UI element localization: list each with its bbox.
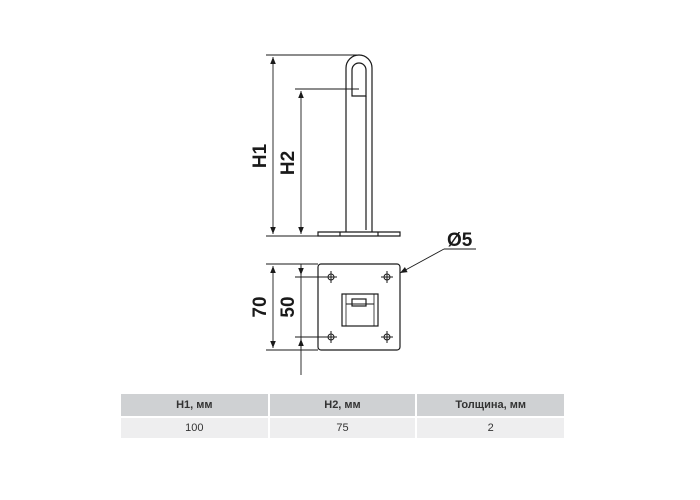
h1-dimension (266, 54, 359, 237)
table-header-row: H1, мм H2, мм Толщина, мм (121, 394, 564, 417)
mounting-plate (317, 263, 401, 351)
cell-h1-value: 100 (121, 416, 270, 438)
post-outline (345, 54, 373, 232)
header-h2: H2, мм (268, 394, 418, 417)
hole-top-right (381, 271, 393, 283)
outer-width-label: 70 (250, 296, 271, 317)
base-flange (317, 231, 401, 237)
spec-table: H1, мм H2, мм Толщина, мм 100 75 2 (121, 394, 564, 438)
plate-view (317, 263, 401, 351)
post-slot (351, 62, 367, 97)
header-thickness: Толщина, мм (416, 394, 564, 417)
header-h1: H1, мм (121, 394, 270, 417)
post-section (341, 293, 379, 327)
slot-tab (351, 298, 367, 307)
cell-thickness-value: 2 (416, 416, 564, 438)
diameter-leader (399, 248, 476, 274)
hole-bottom-right (381, 331, 393, 343)
side-view (317, 54, 401, 237)
diameter-label: Ø5 (447, 230, 473, 251)
inner-width-label: 50 (278, 296, 299, 317)
h2-label: H2 (278, 151, 299, 175)
h2-dimension (295, 88, 359, 237)
h1-label: H1 (250, 143, 271, 168)
cell-h2-value: 75 (268, 416, 418, 438)
inner-width-dimension (295, 264, 327, 375)
outer-width-dimension (266, 263, 318, 351)
table-row: 100 75 2 (121, 416, 564, 438)
